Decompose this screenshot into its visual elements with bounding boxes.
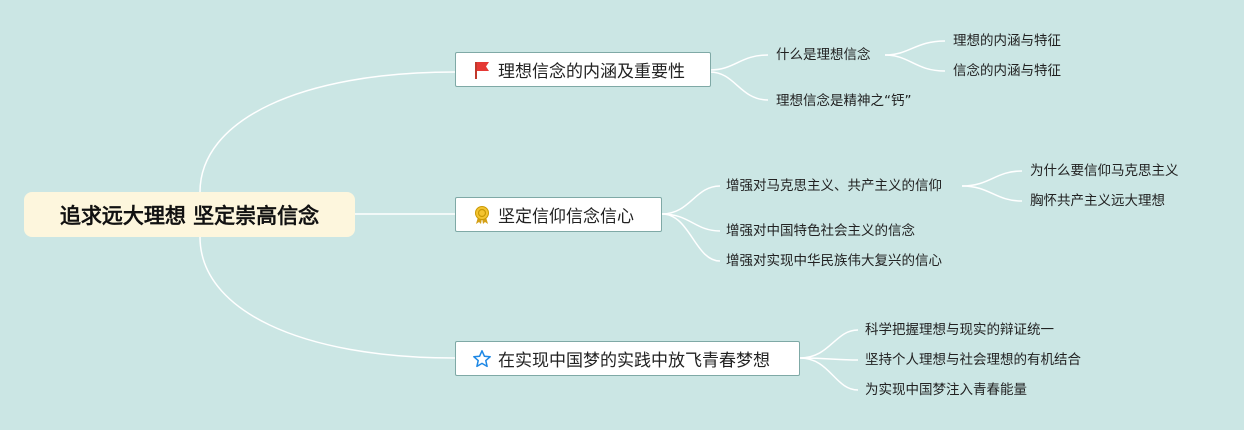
branch-topic-label: 坚定信仰信念信心 bbox=[498, 207, 634, 227]
branch-topic-china-dream[interactable]: 在实现中国梦的实践中放飞青春梦想 bbox=[455, 341, 800, 376]
branch-topic-label: 理想信念的内涵及重要性 bbox=[498, 62, 685, 82]
red-flag-icon bbox=[472, 60, 492, 80]
subtopic-ideal-meaning-features[interactable]: 理想的内涵与特征 bbox=[953, 33, 1061, 49]
subtopic-rejuvenation-confidence[interactable]: 增强对实现中华民族伟大复兴的信心 bbox=[726, 253, 942, 269]
subtopic-marxism-communism-faith[interactable]: 增强对马克思主义、共产主义的信仰 bbox=[726, 178, 942, 194]
subtopic-ideal-belief-calcium[interactable]: 理想信念是精神之“钙” bbox=[776, 93, 912, 109]
subtopic-youth-energy[interactable]: 为实现中国梦注入青春能量 bbox=[865, 382, 1027, 398]
branch-topic-firm-faith[interactable]: 坚定信仰信念信心 bbox=[455, 197, 662, 232]
subtopic-communist-ideal[interactable]: 胸怀共产主义远大理想 bbox=[1030, 193, 1165, 209]
subtopic-ideal-reality-dialectic[interactable]: 科学把握理想与现实的辩证统一 bbox=[865, 322, 1054, 338]
award-medal-icon bbox=[472, 205, 492, 225]
subtopic-belief-meaning-features[interactable]: 信念的内涵与特征 bbox=[953, 63, 1061, 79]
subtopic-socialism-belief[interactable]: 增强对中国特色社会主义的信念 bbox=[726, 223, 915, 239]
root-topic-label: 追求远大理想 坚定崇高信念 bbox=[59, 203, 320, 228]
subtopic-what-is-ideal-belief[interactable]: 什么是理想信念 bbox=[776, 47, 871, 63]
branch-topic-ideal-belief-meaning[interactable]: 理想信念的内涵及重要性 bbox=[455, 52, 711, 87]
branch-topic-label: 在实现中国梦的实践中放飞青春梦想 bbox=[498, 351, 770, 371]
star-outline-icon bbox=[472, 349, 492, 369]
subtopic-personal-social-ideal[interactable]: 坚持个人理想与社会理想的有机结合 bbox=[865, 352, 1081, 368]
subtopic-why-believe-marxism[interactable]: 为什么要信仰马克思主义 bbox=[1030, 163, 1179, 179]
root-topic[interactable]: 追求远大理想 坚定崇高信念 bbox=[24, 192, 355, 237]
